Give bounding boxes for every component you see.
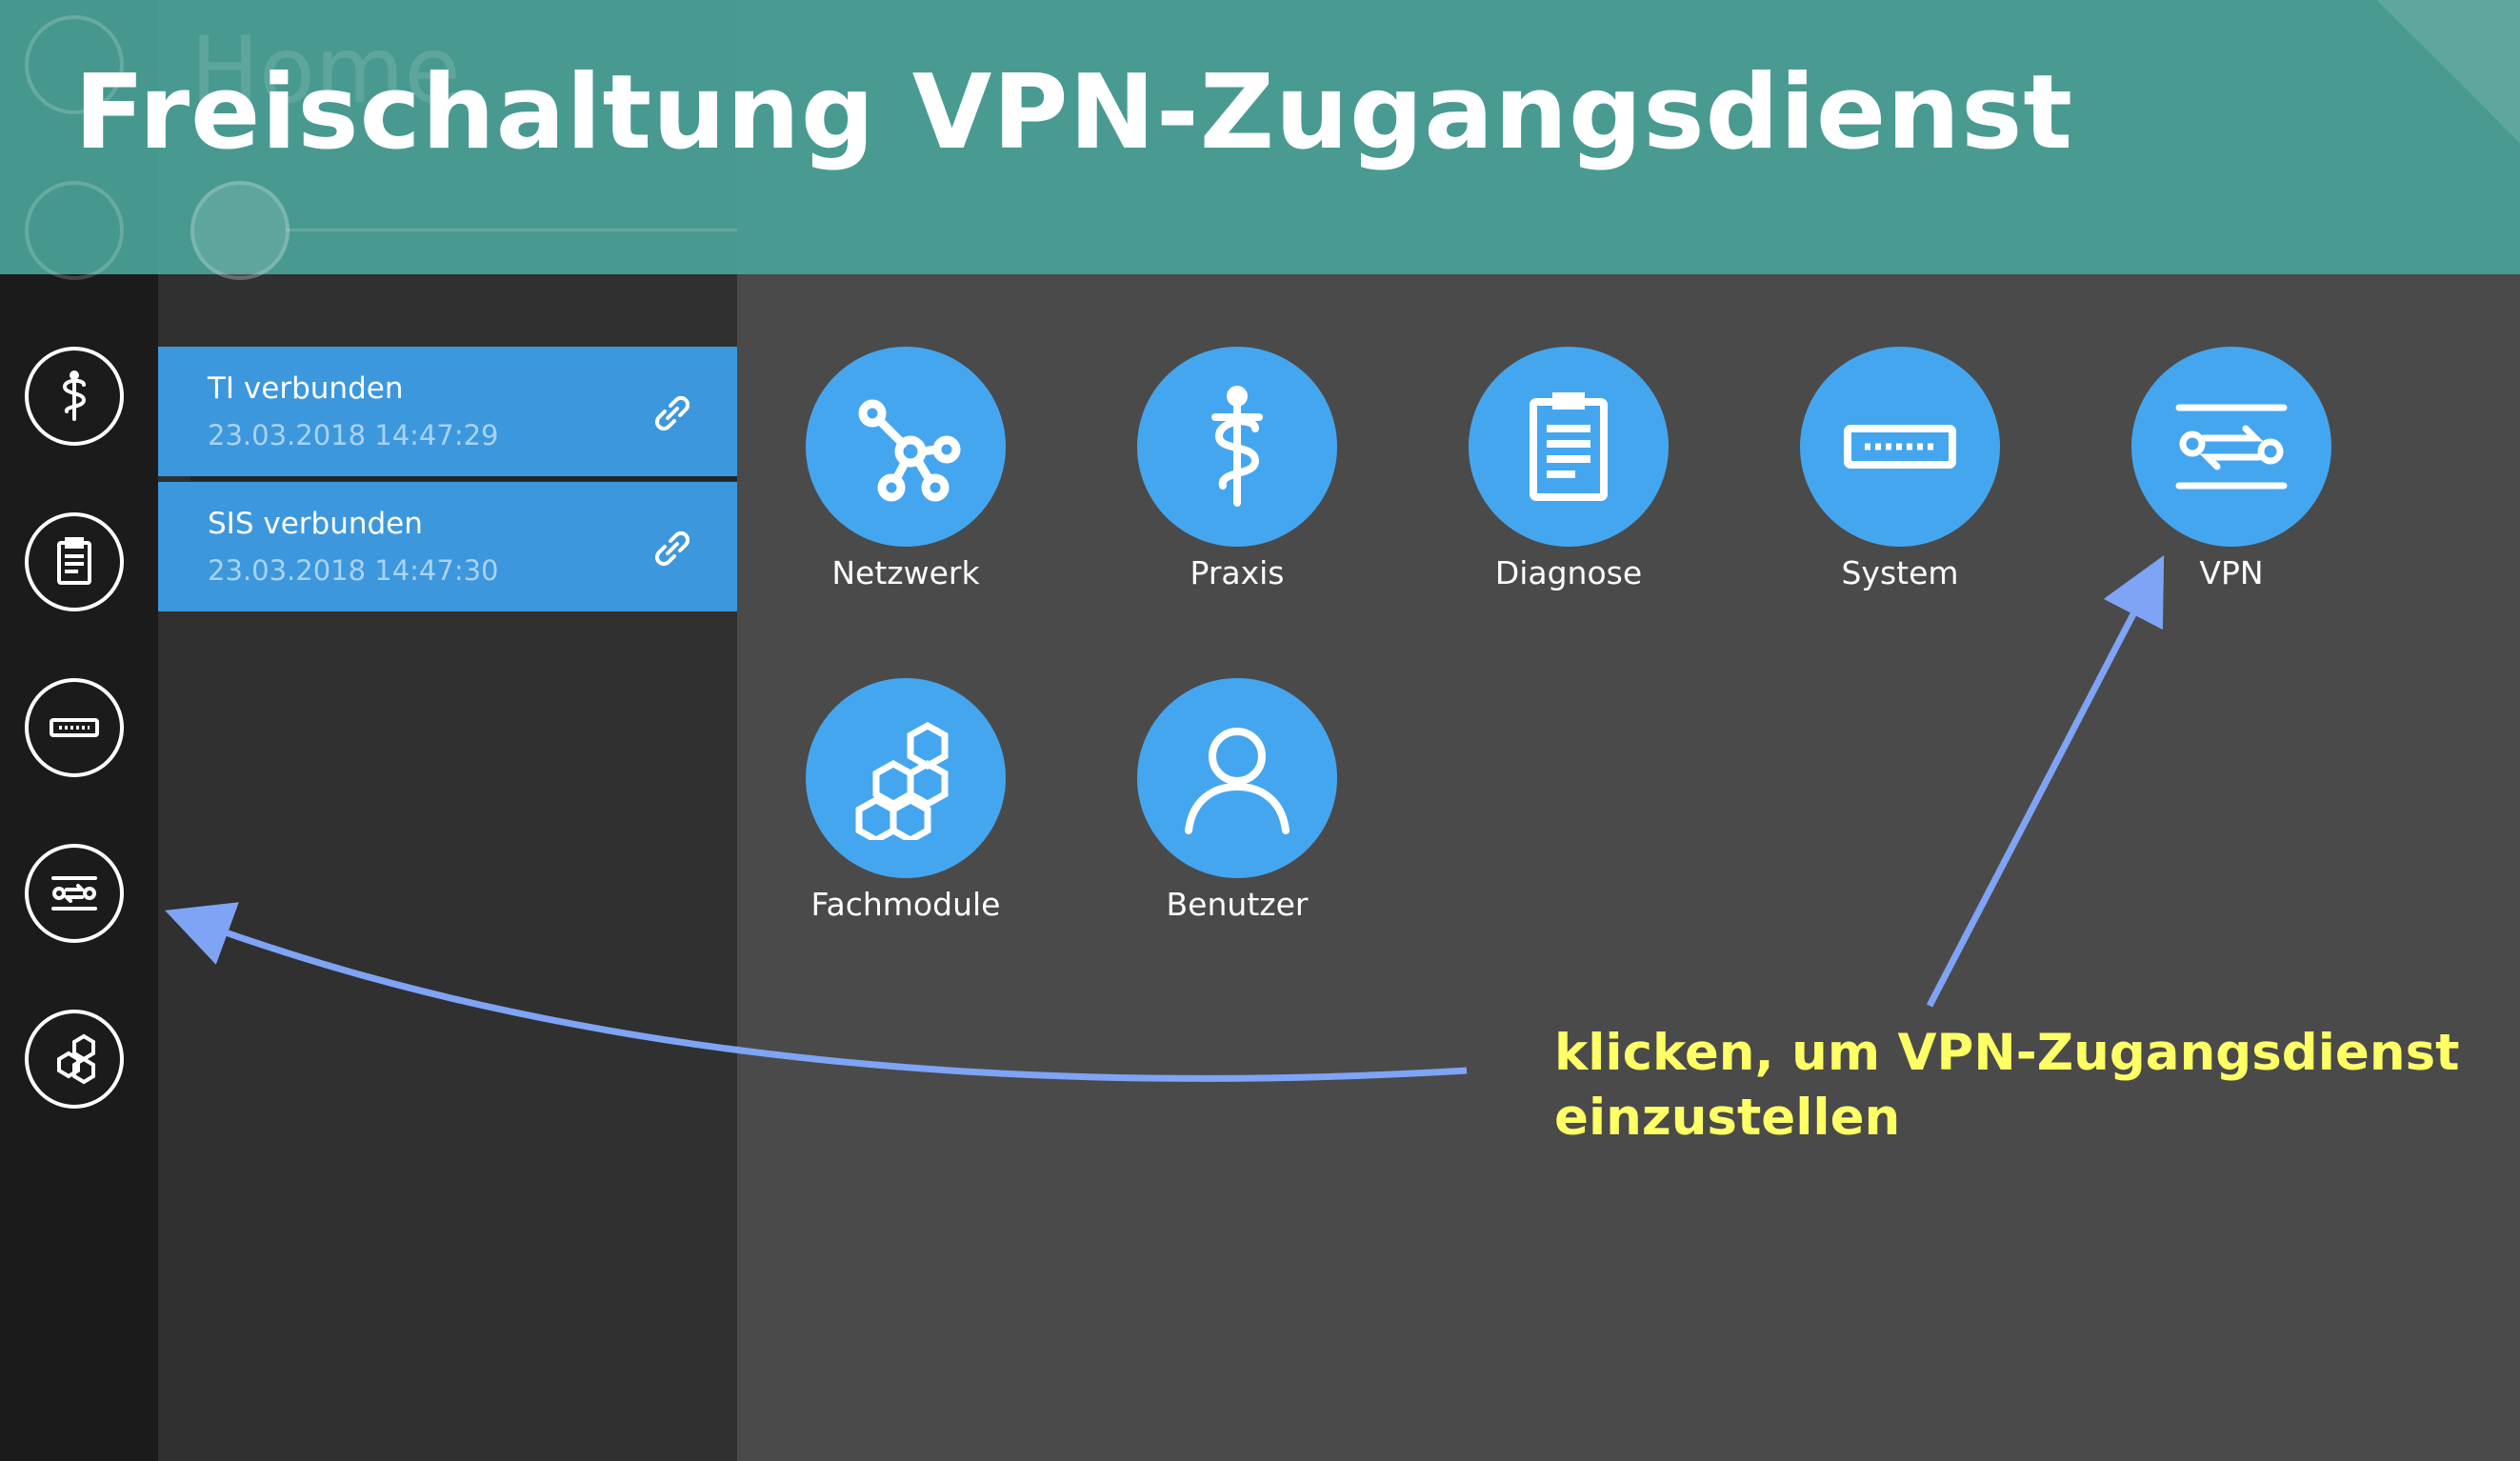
router-icon bbox=[1844, 425, 1956, 469]
status-card-sis[interactable]: SIS verbunden 23.03.2018 14:47:30 bbox=[158, 482, 737, 611]
tile-diagnose[interactable]: Diagnose bbox=[1465, 347, 1674, 613]
tile-netzwerk[interactable]: Netzwerk bbox=[802, 347, 1011, 613]
annotation-text: klicken, um VPN-Zugangsdienst einzustell… bbox=[1554, 1021, 2488, 1151]
tile-label: VPN bbox=[2199, 554, 2264, 591]
caduceus-icon bbox=[1211, 386, 1263, 507]
rail-vpn-button[interactable] bbox=[25, 844, 124, 943]
tile-label: Diagnose bbox=[1494, 554, 1643, 591]
tile-circle[interactable] bbox=[806, 347, 1006, 547]
status-card-timestamp: 23.03.2018 14:47:29 bbox=[208, 419, 499, 451]
link-icon bbox=[654, 530, 690, 567]
tile-benutzer[interactable]: Benutzer bbox=[1133, 678, 1343, 945]
hexagons-icon bbox=[57, 1033, 95, 1085]
tile-fachmodule[interactable]: Fachmodule bbox=[802, 678, 1011, 945]
rail-praxis-button[interactable] bbox=[25, 347, 124, 446]
arrow-to-vpn-tile bbox=[1926, 554, 2165, 1008]
clipboard-icon bbox=[1530, 392, 1608, 501]
vpn-icon bbox=[51, 876, 97, 911]
background-page-title: Home bbox=[190, 17, 461, 124]
rail-fachmodule-button[interactable] bbox=[25, 1010, 124, 1109]
router-icon bbox=[50, 718, 99, 737]
status-card-title: TI verbunden bbox=[208, 371, 404, 406]
status-card-title: SIS verbunden bbox=[208, 507, 423, 541]
annotation-line-1: klicken, um VPN-Zugangsdienst bbox=[1554, 1024, 2460, 1082]
tile-label: System bbox=[1841, 554, 1959, 591]
tile-label: Benutzer bbox=[1166, 886, 1309, 923]
tile-circle[interactable] bbox=[2131, 347, 2331, 547]
link-icon bbox=[654, 395, 690, 431]
tile-circle[interactable] bbox=[1800, 347, 2000, 547]
status-card-timestamp: 23.03.2018 14:47:30 bbox=[208, 554, 499, 587]
rail-system-button[interactable] bbox=[25, 678, 124, 777]
tile-label: Netzwerk bbox=[831, 554, 980, 591]
tile-circle[interactable] bbox=[1137, 678, 1337, 878]
header-corner-decoration bbox=[2377, 0, 2520, 143]
status-card-ti[interactable]: TI verbunden 23.03.2018 14:47:29 bbox=[158, 347, 737, 476]
caduceus-icon bbox=[62, 370, 87, 421]
apps-grid-icon bbox=[25, 15, 124, 114]
tile-vpn[interactable]: VPN bbox=[2128, 347, 2337, 613]
page-title: Freischaltung VPN-Zugangsdienst bbox=[74, 53, 2073, 172]
mail-icon bbox=[190, 181, 290, 280]
tile-circle[interactable] bbox=[1469, 347, 1669, 547]
hexagons-icon bbox=[855, 721, 949, 840]
tile-circle[interactable] bbox=[806, 678, 1006, 878]
annotation-line-2: einzustellen bbox=[1554, 1089, 1901, 1147]
vpn-icon bbox=[2175, 404, 2288, 490]
tile-circle[interactable] bbox=[1137, 347, 1337, 547]
network-icon bbox=[858, 399, 961, 502]
header-divider bbox=[286, 229, 737, 231]
rail-diagnose-button[interactable] bbox=[25, 512, 124, 611]
tile-label: Praxis bbox=[1190, 554, 1285, 591]
card-divider bbox=[190, 476, 737, 481]
user-icon bbox=[1185, 728, 1290, 834]
network-icon bbox=[25, 181, 124, 280]
slide-header: Home Freischaltung VPN-Zugangsdienst bbox=[0, 0, 2520, 280]
tile-label: Fachmodule bbox=[810, 886, 1001, 923]
tile-praxis[interactable]: Praxis bbox=[1133, 347, 1343, 613]
tile-system[interactable]: System bbox=[1796, 347, 2006, 613]
clipboard-icon bbox=[57, 537, 91, 585]
